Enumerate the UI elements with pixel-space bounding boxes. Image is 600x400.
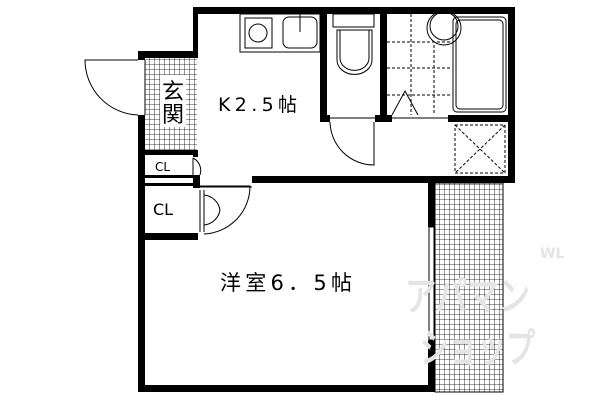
kitchen-counter [239, 13, 321, 53]
washbasin-icon [426, 10, 462, 46]
room-door[interactable] [200, 185, 251, 235]
western-room-label: 洋室6．5帖 [220, 271, 352, 295]
watermark: アパマン ショップ WL [405, 246, 564, 372]
closet-small-label: CL [155, 160, 170, 174]
walls [138, 7, 515, 392]
entrance-label-2: 関 [162, 103, 184, 128]
watermark-line2: ショップ [420, 326, 535, 372]
closet-large-door[interactable] [203, 194, 221, 226]
window [428, 226, 435, 341]
entrance-door[interactable] [84, 59, 139, 116]
bath-floor-tiles [387, 14, 452, 115]
bathtub-icon [452, 16, 507, 113]
watermark-line1: アパマン [405, 274, 530, 320]
watermark-corner: WL [540, 246, 564, 262]
entrance-label-1: 玄 [162, 80, 184, 105]
closet-small-door[interactable] [192, 157, 202, 176]
stove-icon [244, 17, 273, 49]
closet-large-label: CL [153, 200, 173, 219]
kitchen-label: K2.5帖 [218, 94, 297, 116]
balcony [434, 182, 504, 393]
bath-door[interactable] [391, 89, 419, 116]
toilet-icon [332, 13, 375, 75]
washing-machine-space [454, 124, 506, 174]
toilet-door[interactable] [329, 121, 375, 166]
